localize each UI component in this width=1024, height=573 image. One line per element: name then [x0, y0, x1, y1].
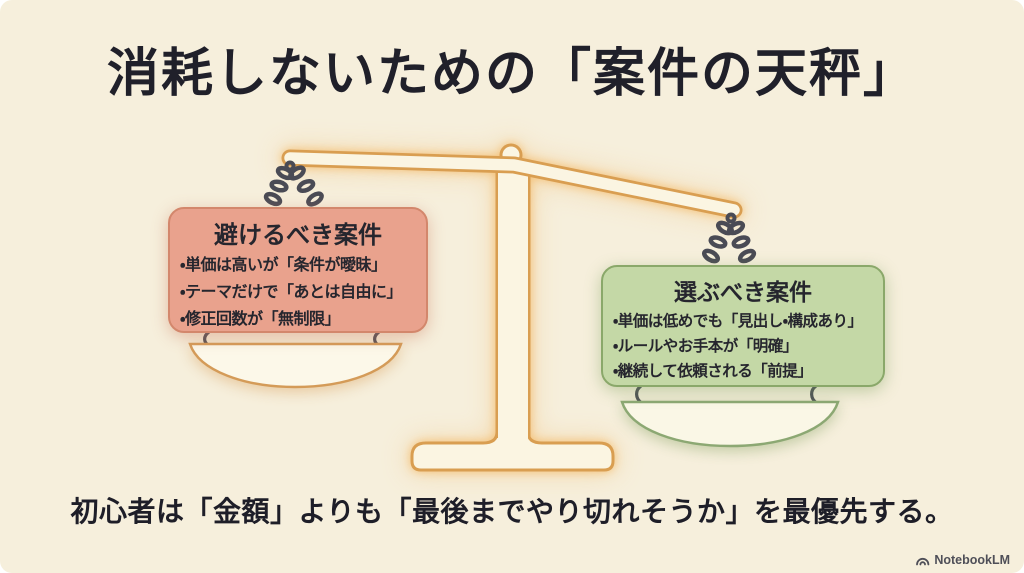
choose-card-list: ・単価は低めでも「見出し・構成あり」 ・ルールやお手本が「明確」 ・継続して依頼…	[603, 309, 883, 384]
card-bullet: ・ルールやお手本が「明確」	[613, 338, 798, 355]
card-bullet: ・単価は高いが「条件が曖昧」	[180, 257, 387, 274]
watermark-label: NotebookLM	[934, 553, 1010, 567]
left-chain-icon	[263, 165, 324, 207]
left-pan	[188, 342, 403, 389]
watermark: NotebookLM	[915, 553, 1010, 567]
card-bullet: ・修正回数が「無制限」	[180, 311, 340, 328]
right-shackle-icon	[725, 212, 737, 224]
choose-card-title: 選ぶべき案件	[674, 279, 812, 305]
scale-beam-fill	[284, 152, 740, 216]
card-bullet: ・単価は低めでも「見出し・構成あり」	[613, 313, 863, 330]
page-title: 消耗しないための「案件の天秤」	[106, 45, 917, 103]
notebooklm-logo-icon	[916, 557, 930, 566]
chains	[203, 160, 818, 405]
avoid-card-title: 避けるべき案件	[214, 222, 382, 249]
right-pan	[620, 400, 840, 448]
conclusion-text: 初心者は「金額」よりも「最後までやり切れそうか」を最優先する。	[70, 496, 954, 527]
scale-frame	[281, 143, 743, 472]
avoid-card: 避けるべき案件 ・単価は高いが「条件が曖昧」 ・テーマだけで「あとは自由に」 ・…	[168, 207, 428, 333]
right-chain-icon	[701, 220, 757, 264]
avoid-card-list: ・単価は高いが「条件が曖昧」 ・テーマだけで「あとは自由に」 ・修正回数が「無制…	[170, 252, 426, 333]
card-bullet: ・テーマだけで「あとは自由に」	[180, 284, 402, 301]
card-bullet: ・継続して依頼される「前提」	[613, 363, 813, 380]
choose-card: 選ぶべき案件 ・単価は低めでも「見出し・構成あり」 ・ルールやお手本が「明確」 …	[601, 265, 885, 387]
scale-base	[410, 418, 615, 472]
